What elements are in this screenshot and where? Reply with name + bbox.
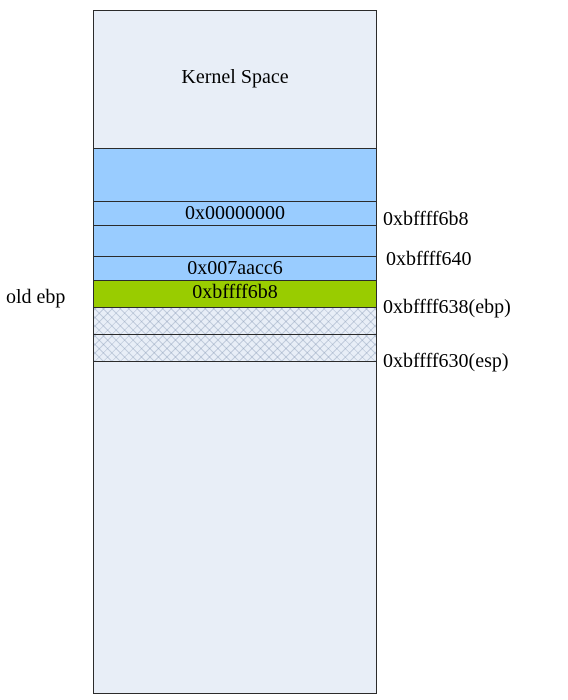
- stack-cell-return-address: 0x007aacc6: [93, 256, 377, 281]
- stack-cell-top: [93, 148, 377, 202]
- address-label-ebp: 0xbffff638(ebp): [383, 296, 511, 318]
- cell-value: 0x007aacc6: [187, 257, 283, 279]
- address-label-esp: 0xbffff630(esp): [383, 350, 509, 372]
- cell-value: 0x00000000: [185, 202, 285, 224]
- address-label-0xbffff640: 0xbffff640: [386, 248, 472, 270]
- cell-value: 0xbffff6b8: [192, 281, 278, 303]
- old-ebp-label: old ebp: [6, 286, 66, 308]
- stack-cell-empty: [93, 225, 377, 257]
- stack-cell-old-ebp: 0xbffff6b8: [93, 280, 377, 308]
- kernel-space-label: Kernel Space: [181, 66, 289, 88]
- stack-cell-local-2: [93, 334, 377, 362]
- stack-cell-0x00000000: 0x00000000: [93, 201, 377, 226]
- address-label-0xbffff6b8: 0xbffff6b8: [383, 208, 469, 230]
- stack-cell-local-1: [93, 307, 377, 335]
